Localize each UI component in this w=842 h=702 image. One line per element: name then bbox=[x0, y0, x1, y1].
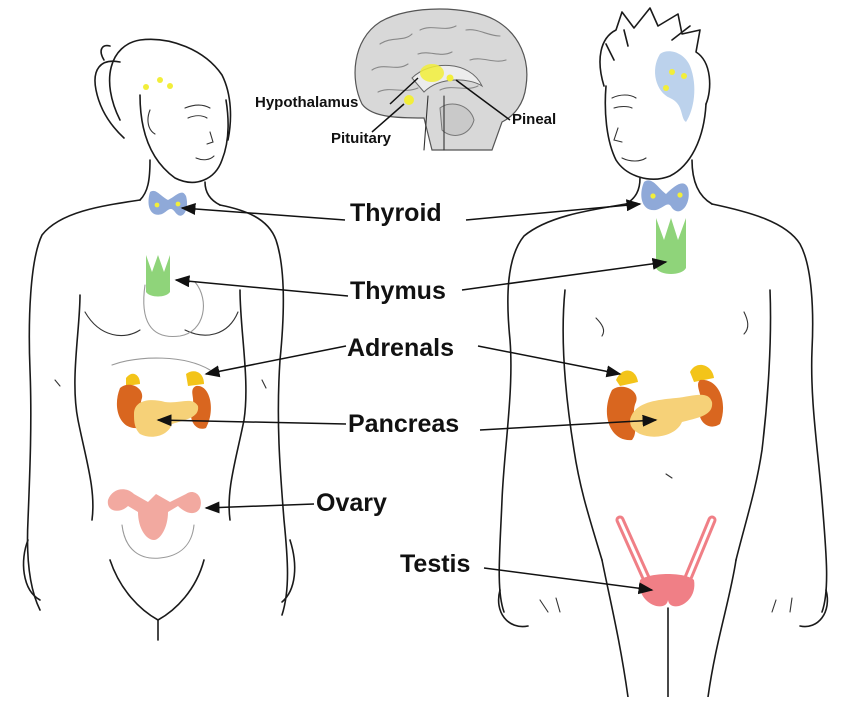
label-adrenals: Adrenals bbox=[347, 334, 454, 363]
label-thymus: Thymus bbox=[350, 277, 446, 306]
label-pituitary: Pituitary bbox=[331, 130, 391, 147]
label-thyroid: Thyroid bbox=[350, 199, 442, 228]
male-thyroid bbox=[641, 180, 688, 211]
female-figure bbox=[24, 39, 295, 640]
female-thyroid bbox=[149, 191, 188, 216]
label-hypothalamus: Hypothalamus bbox=[255, 94, 358, 111]
female-pancreas bbox=[134, 400, 198, 437]
label-pineal: Pineal bbox=[512, 111, 556, 128]
female-ovary bbox=[108, 489, 201, 540]
female-thymus bbox=[146, 255, 170, 297]
label-ovary: Ovary bbox=[316, 489, 387, 518]
label-pancreas: Pancreas bbox=[348, 410, 459, 439]
label-testis: Testis bbox=[400, 550, 470, 579]
male-head-glands bbox=[655, 51, 694, 122]
male-pancreas bbox=[630, 395, 712, 437]
female-head-glands bbox=[143, 77, 173, 90]
male-testis bbox=[620, 520, 712, 606]
brain-illustration bbox=[355, 9, 527, 150]
male-thymus bbox=[656, 218, 686, 274]
